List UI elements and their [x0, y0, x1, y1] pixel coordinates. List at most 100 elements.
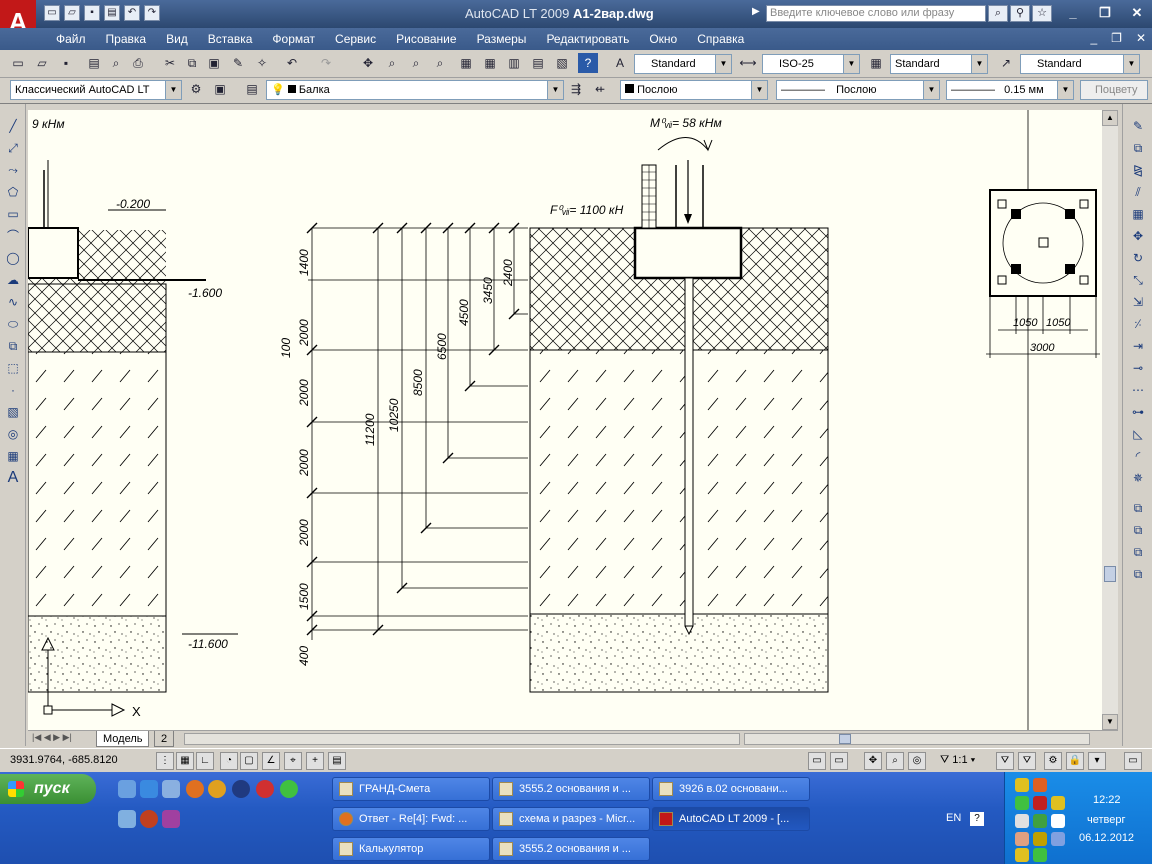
markup-icon[interactable]: ▧ [556, 56, 568, 70]
trim-icon[interactable]: ⸓ [1134, 317, 1142, 331]
fillet-icon[interactable]: ◜ [1135, 449, 1141, 463]
mtext-icon[interactable]: A [7, 469, 19, 486]
line-icon[interactable]: ╱ [9, 119, 17, 133]
table-style-combo[interactable]: Standard▼ [890, 54, 988, 74]
menu-tools[interactable]: Сервис [335, 32, 377, 46]
menu-insert[interactable]: Вставка [207, 32, 253, 46]
menu-modify[interactable]: Редактировать [546, 32, 630, 46]
revcloud-icon[interactable]: ☁ [7, 273, 19, 287]
start-button[interactable]: пуск [0, 774, 96, 804]
annotation-visibility-icon[interactable]: ⛛ [996, 752, 1014, 770]
task-word-3926[interactable]: 3926 в.02 основани... [652, 777, 810, 801]
break-point-icon[interactable]: ⊸ [1132, 361, 1144, 375]
task-grand-smeta[interactable]: ГРАНД-Смета [332, 777, 490, 801]
infocenter-icon[interactable]: ⚲ [1010, 5, 1030, 22]
tray-icon-3[interactable] [1015, 796, 1029, 810]
new-icon[interactable]: ▭ [44, 5, 60, 21]
menu-window[interactable]: Окно [649, 32, 678, 46]
favorites-icon[interactable]: ☆ [1032, 5, 1052, 22]
workspace-settings-icon[interactable]: ⚙ [190, 82, 202, 96]
construction-line-icon[interactable]: ⤢ [8, 141, 18, 155]
text-style-combo[interactable]: Standard▼ [634, 54, 732, 74]
scroll-up-icon[interactable]: ▲ [1102, 110, 1118, 126]
open-icon[interactable]: ▱ [37, 56, 47, 70]
redo-icon[interactable]: ↷ [320, 56, 332, 70]
menu-draw[interactable]: Рисование [396, 32, 457, 46]
osnap-icon[interactable]: ▢ [240, 752, 258, 770]
lineweight-combo[interactable]: ———— 0.15 мм▼ [946, 80, 1074, 100]
pan-icon[interactable]: ✥ [362, 56, 374, 70]
steering-wheel-icon[interactable]: ◎ [908, 752, 926, 770]
model-space-icon[interactable]: ▭ [808, 752, 826, 770]
workspace-combo[interactable]: Классический AutoCAD LT▼ [10, 80, 182, 100]
array-icon[interactable]: ▦ [1132, 207, 1144, 221]
horizontal-scrollbar-right[interactable] [744, 733, 1090, 745]
snap-mode-icon[interactable]: ⋮ [156, 752, 174, 770]
lock-icon[interactable]: 🔒 [1066, 752, 1084, 770]
text-style-icon[interactable]: A [615, 56, 624, 70]
help-icon[interactable]: ? [578, 53, 598, 73]
doc-restore-button[interactable]: ❐ [1111, 31, 1122, 45]
quicklaunch-doc-icon[interactable] [118, 810, 136, 828]
color-combo[interactable]: Послою▼ [620, 80, 768, 100]
scroll-down-icon[interactable]: ▼ [1102, 714, 1118, 730]
linetype-combo[interactable]: ———— Послою▼ [776, 80, 940, 100]
explode-icon[interactable]: ✵ [1132, 471, 1144, 485]
tray-icon-8[interactable] [1051, 814, 1065, 828]
tab-model[interactable]: Модель [96, 731, 150, 747]
layer-previous-icon[interactable]: ⇷ [594, 82, 606, 96]
open-icon[interactable]: ▱ [64, 5, 80, 21]
plot-icon[interactable]: ▤ [88, 56, 100, 70]
task-autocad[interactable]: AutoCAD LT 2009 - [... [652, 807, 810, 831]
tool-palettes-icon[interactable]: ▥ [508, 56, 520, 70]
autoscale-icon[interactable]: ⛛ [1018, 752, 1036, 770]
tray-icon-9[interactable] [1015, 832, 1029, 846]
circle-icon[interactable]: ◯ [6, 251, 20, 265]
task-calculator[interactable]: Калькулятор [332, 837, 490, 861]
search-input[interactable]: Введите ключевое слово или фразу [766, 5, 986, 22]
grid-icon[interactable]: ▦ [176, 752, 194, 770]
point-icon[interactable]: · [11, 383, 15, 397]
copy-object-icon[interactable]: ⧉ [1133, 141, 1143, 155]
scroll-thumb[interactable] [1104, 566, 1116, 582]
cut-icon[interactable]: ✂ [164, 56, 176, 70]
quick-properties-icon[interactable]: ▤ [328, 752, 346, 770]
menu-help[interactable]: Справка [697, 32, 745, 46]
paste-icon[interactable]: ▣ [208, 56, 220, 70]
polygon-icon[interactable]: ⬠ [7, 185, 19, 199]
tray-icon-7[interactable] [1033, 814, 1047, 828]
dim-style-combo[interactable]: ISO-25▼ [762, 54, 860, 74]
close-button[interactable]: ✕ [1131, 5, 1143, 20]
preview-icon[interactable]: ⌕ [112, 56, 120, 70]
rectangle-icon[interactable]: ▭ [7, 207, 19, 221]
clock-time[interactable]: 12:22 [1093, 794, 1121, 806]
workspace-switch-icon[interactable]: ⚙ [1044, 752, 1062, 770]
zoom-status-icon[interactable]: ⌕ [886, 752, 904, 770]
zoom-window-icon[interactable]: ⌕ [412, 56, 420, 70]
status-tray-icon[interactable]: ▾ [1088, 752, 1106, 770]
stretch-icon[interactable]: ⇲ [1132, 295, 1144, 309]
doc-minimize-button[interactable]: _ [1090, 31, 1098, 45]
quicklaunch-app-icon[interactable] [208, 780, 226, 798]
quicklaunch-opera-icon[interactable] [140, 810, 158, 828]
block-editor-icon[interactable]: ✧ [256, 56, 268, 70]
draw-order-below-icon[interactable]: ⧉ [1133, 567, 1143, 581]
annotation-scale[interactable]: ⛛ 1:1 ▾ [940, 754, 976, 766]
search-icon[interactable]: ⌕ [988, 5, 1008, 22]
layout-icon[interactable]: ▣ [214, 82, 226, 96]
pan-status-icon[interactable]: ✥ [864, 752, 882, 770]
sheet-set-icon[interactable]: ▤ [532, 56, 544, 70]
task-word-scheme[interactable]: схема и разрез - Micr... [492, 807, 650, 831]
make-current-layer-icon[interactable]: ⇶ [570, 82, 582, 96]
scale-icon[interactable]: ⤡ [1133, 273, 1143, 287]
menu-file[interactable]: Файл [56, 32, 86, 46]
region-icon[interactable]: ◎ [7, 427, 19, 441]
tray-icon-6[interactable] [1015, 814, 1029, 828]
save-icon[interactable]: ▪ [63, 56, 69, 70]
tray-icon-2[interactable] [1033, 778, 1047, 792]
help-tray-icon[interactable]: ? [970, 812, 984, 826]
horizontal-scrollbar[interactable] [184, 733, 740, 745]
clean-screen-icon[interactable]: ▭ [1124, 752, 1142, 770]
match-properties-icon[interactable]: ✎ [232, 56, 244, 70]
publish-icon[interactable]: ⎙ [133, 56, 143, 70]
